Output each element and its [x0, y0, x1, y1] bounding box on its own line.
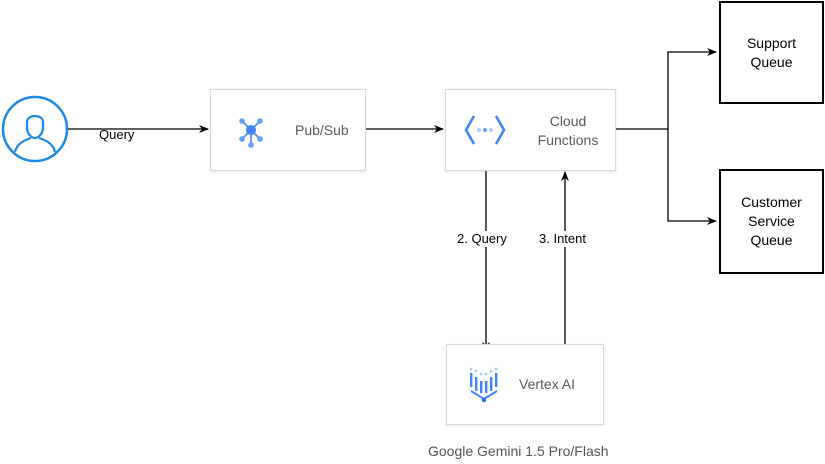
support-queue-label-line1: Support: [746, 34, 797, 51]
support-queue-node: Support Queue: [719, 1, 824, 104]
vertex-ai-label: Vertex AI: [519, 376, 576, 392]
cloud-functions-label-line2: Functions: [537, 132, 599, 148]
edge-functions-to-customer-queue: [667, 129, 717, 225]
cloud-functions-label-line1: Cloud: [549, 113, 587, 129]
support-queue-label: Support Queue: [747, 34, 796, 72]
vertex-ai-icon: [469, 367, 498, 403]
support-queue-label-line2: Queue: [750, 53, 793, 70]
customer-service-queue-label-line1: Customer: [741, 194, 802, 210]
vertex-ai-caption: Google Gemini 1.5 Pro/Flash: [428, 443, 609, 459]
edge-label-3-intent: 3. Intent: [539, 231, 586, 247]
pubsub-node: Pub/Sub: [210, 89, 366, 171]
customer-service-queue-node: Customer Service Queue: [719, 169, 824, 274]
edge-label-2-query: 2. Query: [457, 231, 507, 247]
vertex-ai-node: Vertex AI: [446, 344, 604, 425]
customer-service-queue-label-line2: Service: [748, 213, 795, 229]
user-icon: [1, 95, 69, 163]
cloud-functions-node: Cloud Functions: [445, 89, 616, 171]
cloud-functions-icon: [464, 115, 506, 145]
edge-label-query: Query: [99, 127, 135, 142]
pubsub-label: Pub/Sub: [295, 122, 349, 138]
cloud-functions-label: Cloud Functions: [532, 112, 604, 150]
user-node: [1, 95, 69, 163]
customer-service-queue-label-line3: Queue: [750, 232, 793, 248]
edge-functions-to-support-queue: [616, 48, 717, 130]
customer-service-queue-label: Customer Service Queue: [741, 193, 802, 250]
pubsub-icon: [239, 118, 263, 148]
